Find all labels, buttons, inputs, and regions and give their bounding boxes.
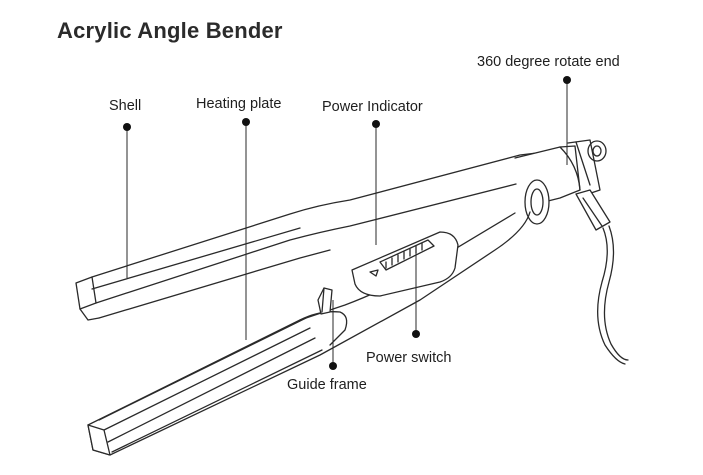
dot-shell xyxy=(123,123,131,131)
dot-rotate-end xyxy=(563,76,571,84)
guide-frame xyxy=(317,287,333,315)
leader-lines xyxy=(126,80,568,364)
callout-dots xyxy=(123,76,571,370)
label-rotate-end: 360 degree rotate end xyxy=(477,54,620,70)
dot-guide-frame xyxy=(329,362,337,370)
hinge-assembly xyxy=(514,139,629,365)
control-panel xyxy=(351,231,459,297)
label-shell: Shell xyxy=(109,98,142,114)
shell-upper-arm xyxy=(75,151,546,321)
label-power-indicator: Power Indicator xyxy=(322,99,423,115)
dot-power-indicator xyxy=(372,120,380,128)
label-guide-frame: Guide frame xyxy=(287,377,367,393)
diagram-title: Acrylic Angle Bender xyxy=(57,18,283,43)
label-power-switch: Power switch xyxy=(366,350,452,366)
dot-heating-plate xyxy=(242,118,250,126)
lower-arm xyxy=(87,211,531,456)
dot-power-switch xyxy=(412,330,420,338)
label-heating-plate: Heating plate xyxy=(196,96,282,112)
